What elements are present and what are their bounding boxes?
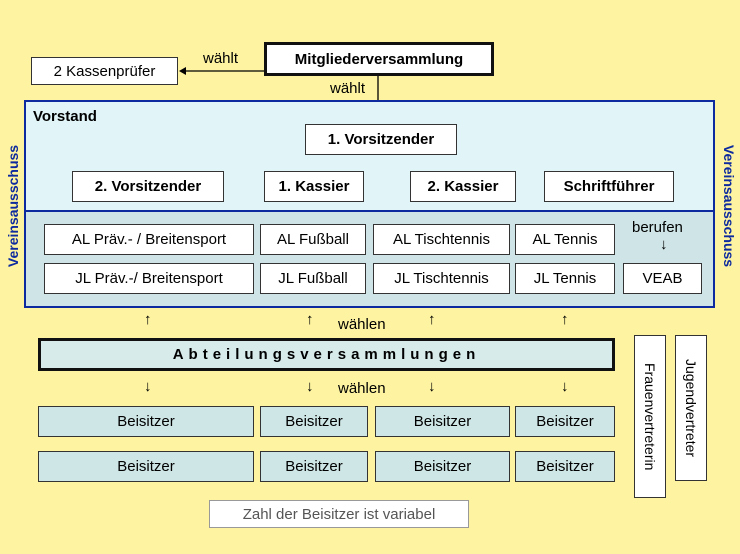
- schriftfuehrer-box: Schriftführer: [544, 171, 674, 202]
- jl-tischtennis-box: JL Tischtennis: [373, 263, 510, 294]
- kassier1-box: 1. Kassier: [264, 171, 364, 202]
- veab-box: VEAB: [623, 263, 702, 294]
- al-fussball-box: AL Fußball: [260, 224, 366, 255]
- down-arrow-icon-1: ↓: [144, 378, 152, 395]
- beisitzer-label: Beisitzer: [117, 458, 175, 475]
- down-arrow-icon-2: ↓: [306, 378, 314, 395]
- beisitzer-box: Beisitzer: [515, 406, 615, 437]
- mitgliederversammlung-label: Mitgliederversammlung: [294, 50, 464, 68]
- kassenpruefer-label: 2 Kassenprüfer: [53, 62, 156, 80]
- schriftfuehrer-label: Schriftführer: [563, 178, 655, 195]
- beisitzer-label: Beisitzer: [536, 458, 594, 475]
- vorsitzender2-label: 2. Vorsitzender: [94, 178, 202, 195]
- veab-label: VEAB: [642, 270, 683, 287]
- vorstand-label: Vorstand: [33, 108, 97, 125]
- jugendvertreter-box: Jugendvertreter: [675, 335, 707, 481]
- up-arrow-icon-3: ↑: [428, 311, 436, 328]
- jugendvertreter-label: Jugendvertreter: [683, 358, 699, 458]
- beisitzer-box: Beisitzer: [260, 451, 368, 482]
- vereinsausschuss-right-label: Vereinsausschuss: [721, 144, 737, 268]
- waehlen-up-label: wählen: [338, 316, 386, 333]
- jl-tennis-label: JL Tennis: [533, 270, 597, 287]
- vorsitzender1-label: 1. Vorsitzender: [327, 131, 435, 148]
- jl-tennis-box: JL Tennis: [515, 263, 615, 294]
- mitgliederversammlung-box: Mitgliederversammlung: [264, 42, 494, 76]
- vorsitzender1-box: 1. Vorsitzender: [305, 124, 457, 155]
- jl-fussball-label: JL Fußball: [278, 270, 348, 287]
- jl-praev-box: JL Präv.-/ Breitensport: [44, 263, 254, 294]
- up-arrow-icon-4: ↑: [561, 311, 569, 328]
- vorsitzender2-box: 2. Vorsitzender: [72, 171, 224, 202]
- waehlt-left-label: wählt: [203, 50, 239, 67]
- beisitzer-label: Beisitzer: [413, 458, 472, 475]
- al-tischtennis-box: AL Tischtennis: [373, 224, 510, 255]
- up-arrow-icon-1: ↑: [144, 311, 152, 328]
- beisitzer-box: Beisitzer: [375, 406, 510, 437]
- berufen-arrow-icon: ↓: [660, 236, 668, 253]
- al-praev-label: AL Präv.- / Breitensport: [71, 231, 227, 248]
- abteilungsversammlungen-box: Abteilungsversammlungen: [38, 338, 615, 371]
- jl-tischtennis-label: JL Tischtennis: [394, 270, 489, 287]
- al-tennis-label: AL Tennis: [532, 231, 598, 248]
- jl-fussball-box: JL Fußball: [260, 263, 366, 294]
- al-tennis-box: AL Tennis: [515, 224, 615, 255]
- kassier2-label: 2. Kassier: [427, 178, 499, 195]
- beisitzer-box: Beisitzer: [260, 406, 368, 437]
- jl-praev-label: JL Präv.-/ Breitensport: [75, 270, 223, 287]
- beisitzer-label: Beisitzer: [413, 413, 472, 430]
- al-tischtennis-label: AL Tischtennis: [393, 231, 490, 248]
- up-arrow-icon-2: ↑: [306, 311, 314, 328]
- beisitzer-note-label: Zahl der Beisitzer ist variabel: [242, 505, 436, 523]
- kassier2-box: 2. Kassier: [410, 171, 516, 202]
- beisitzer-label: Beisitzer: [285, 413, 343, 430]
- frauenvertreterin-box: Frauenvertreterin: [634, 335, 666, 498]
- beisitzer-box: Beisitzer: [515, 451, 615, 482]
- beisitzer-label: Beisitzer: [285, 458, 343, 475]
- down-arrow-icon-3: ↓: [428, 378, 436, 395]
- abteilungsversammlungen-label: Abteilungsversammlungen: [172, 346, 481, 363]
- kassenpruefer-box: 2 Kassenprüfer: [31, 57, 178, 85]
- waehlt-down-label: wählt: [330, 80, 366, 97]
- beisitzer-note-box: Zahl der Beisitzer ist variabel: [209, 500, 469, 528]
- beisitzer-box: Beisitzer: [38, 451, 254, 482]
- al-praev-box: AL Präv.- / Breitensport: [44, 224, 254, 255]
- beisitzer-box: Beisitzer: [375, 451, 510, 482]
- vereinsausschuss-left-label: Vereinsausschuss: [5, 144, 21, 268]
- beisitzer-box: Beisitzer: [38, 406, 254, 437]
- waehlen-down-label: wählen: [338, 380, 386, 397]
- berufen-label: berufen: [632, 219, 683, 236]
- kassier1-label: 1. Kassier: [278, 178, 350, 195]
- frauenvertreterin-label: Frauenvertreterin: [642, 362, 658, 471]
- al-fussball-label: AL Fußball: [277, 231, 349, 248]
- beisitzer-label: Beisitzer: [536, 413, 594, 430]
- down-arrow-icon-4: ↓: [561, 378, 569, 395]
- beisitzer-label: Beisitzer: [117, 413, 175, 430]
